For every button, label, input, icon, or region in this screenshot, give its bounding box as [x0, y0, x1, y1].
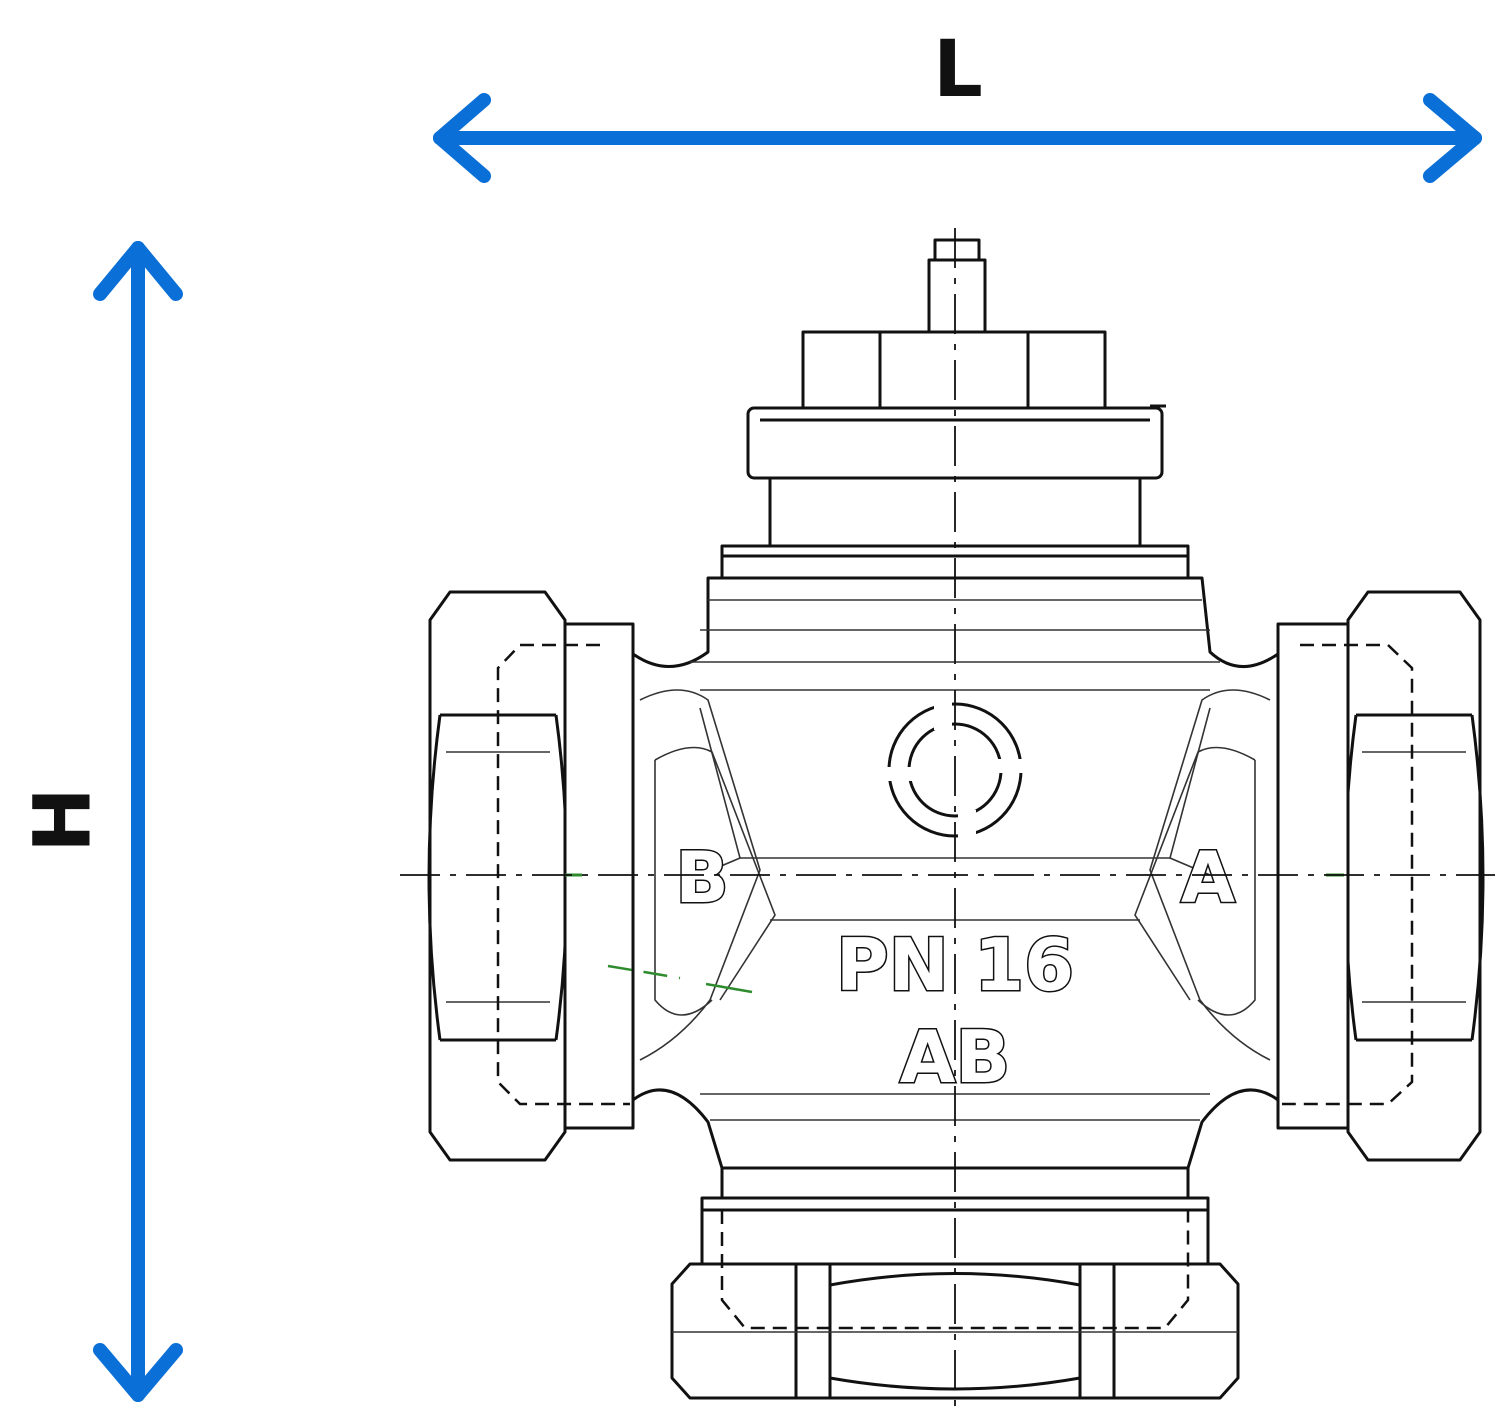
top-hex-nut [801, 330, 1107, 410]
length-dimension-arrow [433, 93, 1482, 183]
valve-spindle [927, 238, 987, 334]
right-hidden-thread [1282, 643, 1414, 1106]
length-label: L [933, 25, 983, 115]
valve-drawing: B A PN 16 AB [400, 228, 1495, 1408]
bottom-union-nut [670, 1210, 1240, 1400]
port-a-label: A [1181, 837, 1235, 919]
height-dimension-arrow [93, 241, 183, 1402]
bonnet-flange [746, 404, 1166, 480]
right-union-nut [1343, 590, 1485, 1162]
port-b-label: B [675, 837, 728, 919]
height-label: H [18, 787, 108, 852]
